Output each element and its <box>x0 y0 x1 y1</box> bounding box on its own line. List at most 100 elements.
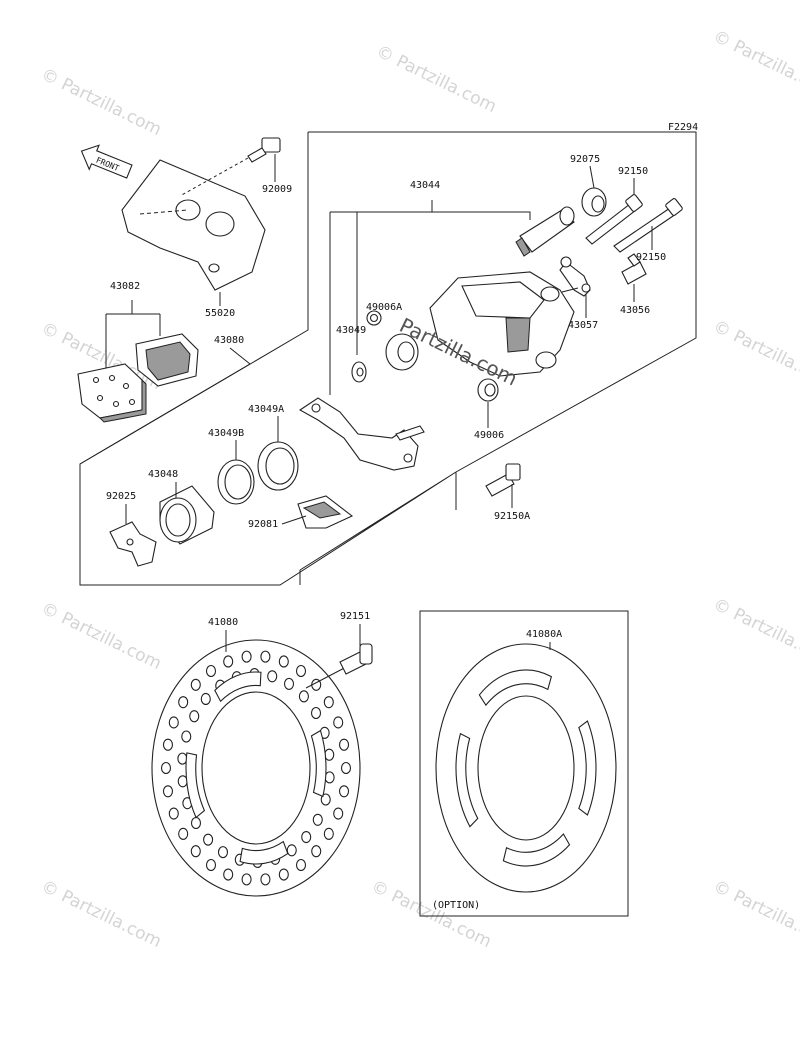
disc-hole <box>338 738 350 751</box>
part-label-p-43080: 43080 <box>214 335 244 346</box>
clip-92081 <box>297 495 354 529</box>
bolt-92009 <box>179 137 281 197</box>
disc-slot <box>502 833 571 867</box>
disc-hole <box>168 807 179 820</box>
front-arrow: FRONT <box>80 144 133 179</box>
disc-hole <box>168 716 179 729</box>
disc-hole <box>205 664 217 678</box>
part-label-p-92150b: 92150 <box>636 252 666 263</box>
option-label: (OPTION) <box>432 900 480 911</box>
watermark-text: © Partzilla.com <box>710 27 800 102</box>
pin-92150-upper <box>585 194 643 245</box>
disc-hole <box>333 716 344 729</box>
disc-hole <box>217 846 229 859</box>
disc-hole <box>338 785 350 798</box>
part-label-p-92025: 92025 <box>106 491 136 502</box>
disc-hole <box>190 845 201 858</box>
disc-hole <box>323 827 334 840</box>
watermark-text: © Partzilla.com <box>710 595 800 670</box>
part-label-p-92075: 92075 <box>570 154 600 165</box>
part-label-p-43057: 43057 <box>568 320 598 331</box>
disc-slot <box>310 729 327 798</box>
boot-49006-lower <box>477 378 499 402</box>
part-label-p-43048: 43048 <box>148 469 178 480</box>
disc-hole <box>200 692 211 706</box>
watermark-text: © Partzilla.com <box>710 877 800 952</box>
disc-hole <box>298 690 309 703</box>
disc-hole <box>189 710 200 723</box>
leader-line-p-92081 <box>281 515 307 525</box>
brake-pads-43082 <box>77 300 199 423</box>
disc-hole <box>178 827 189 840</box>
brake-disc-41080A <box>435 643 617 893</box>
caliper-group-outline <box>79 131 697 586</box>
disc-hole <box>241 873 252 886</box>
part-label-p-41080: 41080 <box>208 617 238 628</box>
disc-slot <box>239 840 289 865</box>
part-label-p-43044: 43044 <box>410 180 440 191</box>
piston-43048 <box>159 485 215 545</box>
caliper-pin-sleeve <box>515 206 575 257</box>
leader-line-p-92075 <box>589 165 595 189</box>
diagram-id: F2294 <box>668 122 698 133</box>
disc-hole <box>340 761 352 775</box>
link-43057 <box>559 256 591 297</box>
part-label-p-92150a: 92150 <box>618 166 648 177</box>
part-label-p-49006: 49006 <box>474 430 504 441</box>
bolt-92151 <box>339 643 373 675</box>
disc-hole <box>260 650 271 663</box>
part-label-p-43082: 43082 <box>110 281 140 292</box>
disc-slot <box>455 732 479 828</box>
disc-hole <box>223 655 234 668</box>
disc-hole <box>333 807 344 820</box>
support-bracket <box>298 397 425 471</box>
boot-49006-upper <box>385 333 419 371</box>
watermark-text: © Partzilla.com <box>373 42 500 117</box>
pad-spring-92025 <box>109 521 157 567</box>
disc-slot <box>478 669 553 707</box>
disc-hole <box>278 655 289 668</box>
watermark-text: © Partzilla.com <box>38 599 165 674</box>
disc-hole <box>311 845 322 858</box>
disc-hole <box>295 858 307 872</box>
watermark-text: © Partzilla.com <box>38 877 165 952</box>
caliper-bracket-55020 <box>121 159 266 291</box>
part-label-p-43049a: 43049A <box>248 404 284 415</box>
disc-hole <box>295 664 307 678</box>
disc-hole <box>205 858 217 872</box>
disc-slot <box>214 671 262 703</box>
part-label-p-43049: 43049 <box>336 325 366 336</box>
disc-hole <box>181 730 192 743</box>
disc-hole <box>241 650 252 663</box>
watermark-text: © Partzilla.com <box>38 65 165 140</box>
option-box <box>419 610 629 917</box>
part-label-p-41080A: 41080A <box>526 629 562 640</box>
washer-43049 <box>351 361 367 383</box>
part-label-p-92081: 92081 <box>248 519 278 530</box>
disc-hole <box>267 670 278 683</box>
seal-43049A <box>257 441 299 491</box>
disc-hole <box>283 677 295 690</box>
boot-92075 <box>581 187 607 217</box>
disc-hole <box>286 844 297 857</box>
caliper-body <box>429 271 575 377</box>
disc-hole <box>160 761 172 775</box>
disc-hole <box>278 868 289 881</box>
part-label-p-92009: 92009 <box>262 184 292 195</box>
part-labels: 9200955020430824308043044920759215092150… <box>106 154 666 652</box>
disc-hole <box>162 785 174 798</box>
watermark-layer: © Partzilla.com © Partzilla.com © Partzill… <box>38 27 800 952</box>
watermark-text: © Partzilla.com <box>710 317 800 392</box>
disc-hole <box>190 678 201 691</box>
watermark-text: © Partzilla.com <box>368 877 495 952</box>
disc-hole <box>178 696 189 709</box>
leader-line-p-43080 <box>229 347 251 365</box>
disc-slot <box>578 720 597 816</box>
disc-hole <box>190 816 202 830</box>
bolt-92150A <box>485 463 521 497</box>
part-label-p-92150A: 92150A <box>494 511 530 522</box>
disc-hole <box>320 793 331 806</box>
disc-hole <box>310 706 322 720</box>
bracket-assembly-outline <box>79 363 301 585</box>
